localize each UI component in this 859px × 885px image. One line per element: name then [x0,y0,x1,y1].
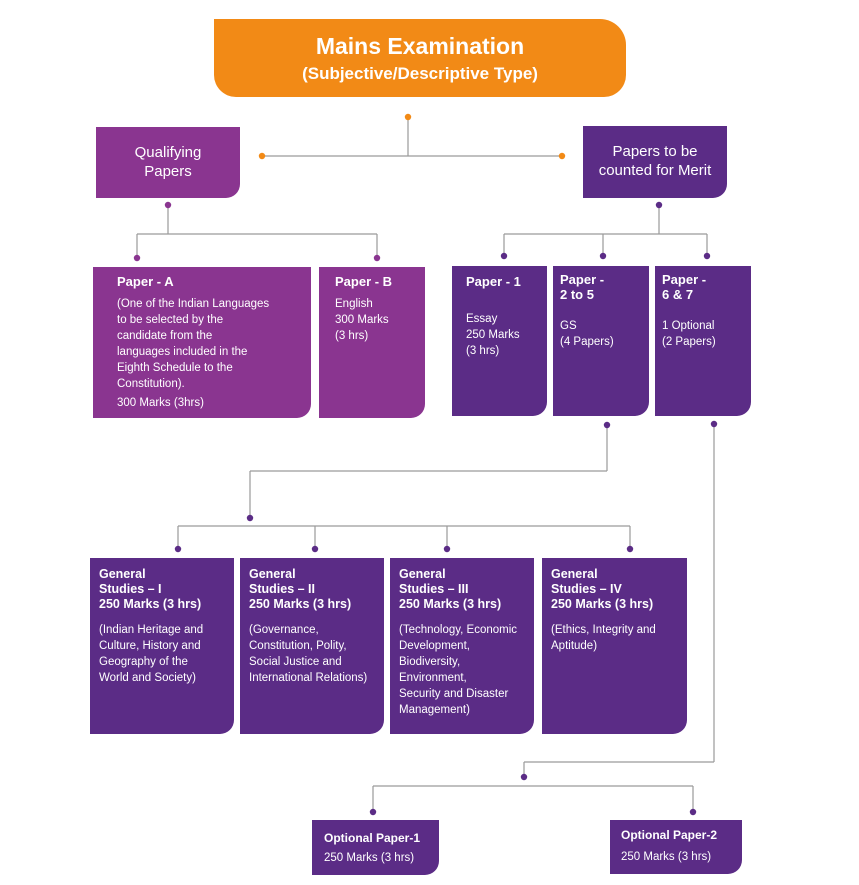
paper-2-to-5-details: GS (4 Papers) [560,320,614,348]
merit-papers-box: Papers to be counted for Merit [583,126,727,198]
paper-b-box: Paper - B English 300 Marks (3 hrs) [319,267,425,418]
paper-a-heading: Paper - A [117,274,174,289]
paper-6-and-7-heading-line2: 6 & 7 [662,287,694,302]
general-studies-4-box: General Studies – IV 250 Marks (3 hrs) (… [542,558,687,734]
general-studies-1-box: General Studies – I 250 Marks (3 hrs) (I… [90,558,234,734]
paper-b-details: English 300 Marks (3 hrs) [335,298,389,342]
qualifying-label-line1: Qualifying [134,144,202,161]
optional-paper-1-heading: Optional Paper-1 [324,831,421,845]
paper-a-description: (One of the Indian Languages to be selec… [117,298,270,390]
paper-2-to-5-heading-line2: 2 to 5 [560,287,594,302]
title-main: Mains Examination [315,33,525,59]
paper-1-details: Essay 250 Marks (3 hrs) [466,313,520,357]
paper-1-heading: Paper - 1 [466,274,521,289]
title-box: Mains Examination (Subjective/Descriptiv… [214,19,626,97]
general-studies-2-box: General Studies – II 250 Marks (3 hrs) (… [240,558,384,734]
paper-b-heading: Paper - B [335,274,393,289]
optional-paper-2-heading: Optional Paper-2 [621,828,718,842]
general-studies-4-description: (Ethics, Integrity and Aptitude) [551,624,656,652]
optional-paper-2-marks: 250 Marks (3 hrs) [621,851,712,863]
merit-label-line1: Papers to be [612,143,698,160]
general-studies-3-description: (Technology, Economic Development, Biodi… [399,624,518,716]
paper-1-box: Paper - 1 Essay 250 Marks (3 hrs) [452,266,547,416]
qualifying-papers-box: Qualifying Papers [96,127,240,198]
paper-6-and-7-details: 1 Optional (2 Papers) [662,320,716,348]
optional-paper-1-marks: 250 Marks (3 hrs) [324,852,415,864]
paper-6-and-7-heading-line1: Paper - [662,272,707,287]
optional-paper-1-box: Optional Paper-1 250 Marks (3 hrs) [312,820,439,875]
merit-label-line2: counted for Merit [598,162,712,179]
title-sub: (Subjective/Descriptive Type) [302,64,538,83]
paper-2-to-5-heading-line1: Paper - [560,272,605,287]
paper-6-and-7-box: Paper - 6 & 7 1 Optional (2 Papers) [655,266,751,416]
general-studies-2-description: (Governance, Constitution, Polity, Socia… [249,624,368,684]
paper-2-to-5-box: Paper - 2 to 5 GS (4 Papers) [553,266,649,416]
general-studies-1-description: (Indian Heritage and Culture, History an… [99,624,204,684]
paper-a-marks: 300 Marks (3hrs) [117,397,204,409]
qualifying-label-line2: Papers [144,163,192,180]
paper-a-box: Paper - A (One of the Indian Languages t… [93,267,311,418]
optional-paper-2-box: Optional Paper-2 250 Marks (3 hrs) [610,820,742,874]
general-studies-3-box: General Studies – III 250 Marks (3 hrs) … [390,558,534,734]
